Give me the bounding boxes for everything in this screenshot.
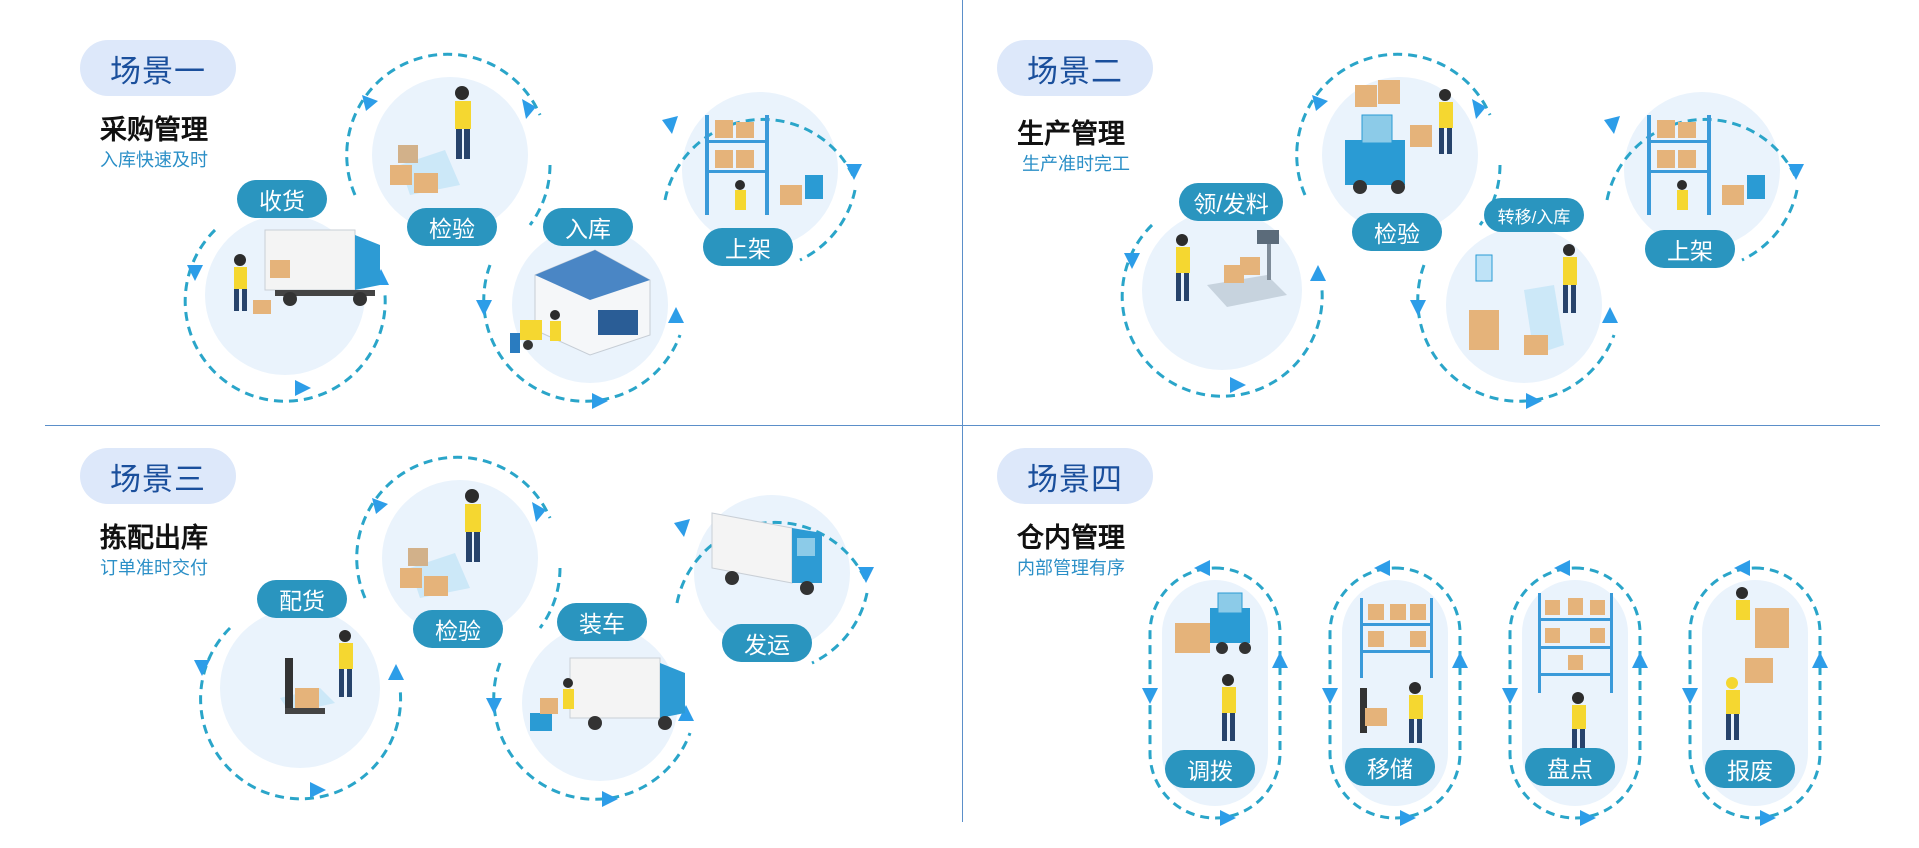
- forklift-loading-icon: [1345, 80, 1453, 194]
- scene-title: 采购管理: [100, 115, 208, 145]
- step-label: 领/发料: [1179, 183, 1283, 221]
- pallet-jack-icon: [280, 630, 353, 714]
- step-transfer-stock-in: [1410, 205, 1644, 415]
- scene-title: 拣配出库: [100, 523, 208, 553]
- shelf-racking-icon: [1360, 598, 1433, 743]
- step-label: 盘点: [1525, 748, 1615, 786]
- step-label: 调拨: [1165, 750, 1255, 788]
- step-scrap: [1680, 558, 1830, 828]
- step-loading: [486, 603, 720, 813]
- shelf-racking-icon: [1647, 115, 1765, 215]
- truck-unloading-icon: [234, 229, 380, 314]
- step-allocate: [190, 588, 420, 801]
- step-label: 检验: [1352, 213, 1442, 251]
- step-label: 入库: [543, 208, 633, 246]
- step-label: 配货: [257, 580, 347, 618]
- step-label: 上架: [703, 228, 793, 266]
- scene-4-panel: 场景四 仓内管理 内部管理有序 调拨: [962, 428, 1917, 848]
- scene-subtitle: 订单准时交付: [100, 558, 208, 578]
- scene-badge: 场景三: [80, 448, 236, 504]
- worker-scanning-icon: [1469, 244, 1577, 355]
- step-material-issue: [1112, 185, 1342, 398]
- step-inspect: [1295, 52, 1510, 265]
- scene-3-panel: 场景三 拣配出库 订单准时交付 配货: [0, 428, 955, 848]
- step-receive: [175, 185, 405, 403]
- step-shelving: [660, 70, 870, 280]
- step-shipping: [672, 473, 882, 683]
- scene-subtitle: 内部管理有序: [1017, 558, 1125, 578]
- shelf-racking-icon: [705, 115, 823, 215]
- step-stocktake: [1500, 558, 1650, 828]
- step-relocate: [1320, 558, 1470, 828]
- step-inspect: [355, 455, 570, 668]
- scene-badge: 场景二: [997, 40, 1153, 96]
- worker-carrying-boxes-icon: [1726, 587, 1789, 740]
- step-label: 发运: [722, 624, 812, 662]
- step-label: 收货: [237, 180, 327, 218]
- forklift-loading-icon: [1175, 592, 1251, 741]
- step-stock-in: [476, 205, 710, 415]
- worker-scanning-icon: [390, 86, 471, 195]
- shelf-racking-icon: [1538, 593, 1613, 753]
- step-label: 上架: [1645, 230, 1735, 268]
- scene-1-panel: 场景一 采购管理 入库快速及时 收货: [0, 0, 955, 420]
- scene-title: 生产管理: [1017, 119, 1125, 149]
- scene-2-panel: 场景二 生产管理 生产准时完工 领/发料: [962, 0, 1917, 420]
- step-shelving: [1602, 70, 1812, 280]
- scene-badge: 场景四: [997, 448, 1153, 504]
- scene-badge: 场景一: [80, 40, 236, 96]
- horizontal-divider: [45, 425, 1880, 426]
- step-label: 移储: [1345, 748, 1435, 786]
- step-label: 转移/入库: [1484, 198, 1584, 232]
- scene-subtitle: 生产准时完工: [1022, 154, 1130, 174]
- step-inspect: [345, 52, 560, 265]
- scale-weighing-icon: [1176, 230, 1287, 307]
- truck-unloading-icon: [530, 657, 685, 731]
- box-truck-icon: [711, 512, 822, 595]
- step-label: 报废: [1705, 750, 1795, 788]
- scene-title: 仓内管理: [1017, 523, 1125, 553]
- step-label: 装车: [557, 603, 647, 641]
- warehouse-forklift-icon: [510, 249, 651, 356]
- worker-scanning-icon: [400, 489, 481, 598]
- step-label: 检验: [407, 208, 497, 246]
- step-label: 检验: [413, 610, 503, 648]
- scene-subtitle: 入库快速及时: [100, 150, 208, 170]
- step-transfer: [1140, 558, 1290, 828]
- vertical-divider: [962, 0, 963, 822]
